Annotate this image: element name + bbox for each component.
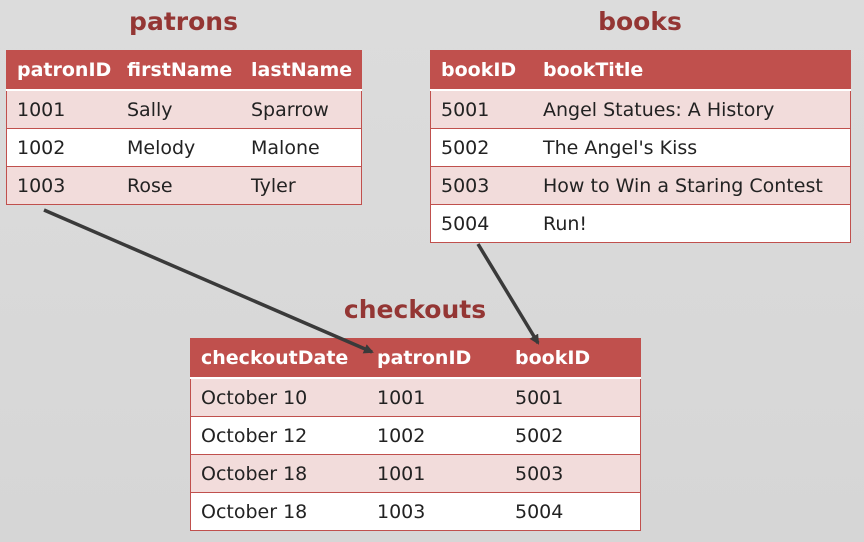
table-cell: 5003	[430, 166, 533, 205]
checkouts-table: checkoutDate patronID bookID October 10 …	[190, 338, 641, 531]
patrons-header-row: patronID firstName lastName	[6, 50, 362, 91]
column-header: checkoutDate	[190, 338, 367, 379]
column-header: lastName	[241, 50, 362, 91]
patron-fk-arrow	[43, 208, 374, 354]
table-cell: 1001	[367, 378, 505, 417]
table-cell: October 12	[190, 416, 367, 455]
column-header: bookID	[430, 50, 533, 91]
table-cell: The Angel's Kiss	[533, 128, 851, 167]
table-cell: Malone	[241, 128, 362, 167]
table-cell: 5002	[430, 128, 533, 167]
table-cell: 1002	[367, 416, 505, 455]
table-cell: Melody	[117, 128, 241, 167]
table-cell: October 18	[190, 492, 367, 531]
books-title: books	[598, 7, 682, 36]
table-row: October 12 1002 5002	[190, 416, 641, 455]
table-cell: Run!	[533, 204, 851, 243]
patrons-table: patronID firstName lastName 1001 Sally S…	[6, 50, 362, 205]
books-header-row: bookID bookTitle	[430, 50, 851, 91]
table-cell: Angel Statues: A History	[533, 90, 851, 129]
checkouts-header-row: checkoutDate patronID bookID	[190, 338, 641, 379]
table-cell: Sparrow	[241, 90, 362, 129]
checkouts-title: checkouts	[343, 295, 487, 324]
table-cell: Rose	[117, 166, 241, 205]
table-cell: 1002	[6, 128, 117, 167]
table-cell: Tyler	[241, 166, 362, 205]
table-row: 5001 Angel Statues: A History	[430, 90, 851, 129]
patrons-title: patrons	[129, 7, 238, 36]
table-row: 1002 Melody Malone	[6, 128, 362, 167]
table-cell: 1003	[367, 492, 505, 531]
table-cell: October 10	[190, 378, 367, 417]
table-cell: 5004	[505, 492, 641, 531]
column-header: patronID	[367, 338, 505, 379]
table-cell: Sally	[117, 90, 241, 129]
table-cell: 5002	[505, 416, 641, 455]
books-table: bookID bookTitle 5001 Angel Statues: A H…	[430, 50, 851, 243]
table-cell: 1001	[367, 454, 505, 493]
column-header: bookTitle	[533, 50, 851, 91]
table-row: 5002 The Angel's Kiss	[430, 128, 851, 167]
table-cell: October 18	[190, 454, 367, 493]
column-header: bookID	[505, 338, 641, 379]
table-cell: 1001	[6, 90, 117, 129]
table-row: 5004 Run!	[430, 204, 851, 243]
table-cell: 5003	[505, 454, 641, 493]
table-cell: 1003	[6, 166, 117, 205]
table-row: 1001 Sally Sparrow	[6, 90, 362, 129]
table-row: 1003 Rose Tyler	[6, 166, 362, 205]
table-row: 5003 How to Win a Staring Contest	[430, 166, 851, 205]
column-header: patronID	[6, 50, 117, 91]
table-row: October 10 1001 5001	[190, 378, 641, 417]
table-cell: 5004	[430, 204, 533, 243]
table-cell: 5001	[430, 90, 533, 129]
column-header: firstName	[117, 50, 241, 91]
table-row: October 18 1001 5003	[190, 454, 641, 493]
table-cell: How to Win a Staring Contest	[533, 166, 851, 205]
table-row: October 18 1003 5004	[190, 492, 641, 531]
table-cell: 5001	[505, 378, 641, 417]
